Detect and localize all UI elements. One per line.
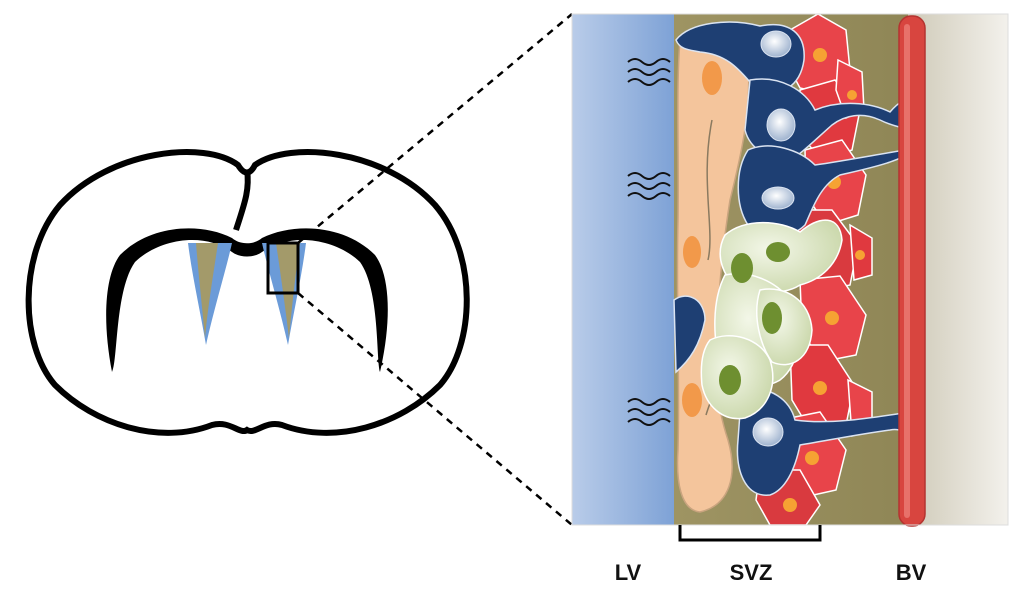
svz-bracket — [678, 525, 822, 542]
label-lv: LV — [615, 560, 642, 585]
left-svz — [196, 243, 218, 338]
brain-coronal-section — [25, 149, 470, 436]
label-bv: BV — [896, 560, 927, 585]
progenitor-nuclei — [719, 242, 790, 395]
csf-flow-icon — [627, 58, 671, 426]
blood-vessel — [898, 15, 926, 527]
right-svz — [276, 243, 300, 338]
zoom-region-box — [266, 241, 300, 295]
brain-outline — [25, 149, 470, 436]
ependymal-nuclei — [682, 61, 722, 417]
blood-vessel-highlight — [904, 24, 910, 518]
zoom-line-bottom — [297, 292, 573, 526]
astrocyte-lower — [736, 388, 919, 496]
astrocyte-apical-contact — [673, 295, 706, 374]
niche-detail-panel — [571, 13, 1009, 527]
niche-panel-border — [571, 13, 1009, 526]
label-svz: SVZ — [730, 560, 773, 585]
interhemispheric-fissure — [233, 169, 251, 231]
astrocyte-nuclei — [752, 30, 796, 447]
lateral-ventricle-region — [572, 14, 674, 525]
